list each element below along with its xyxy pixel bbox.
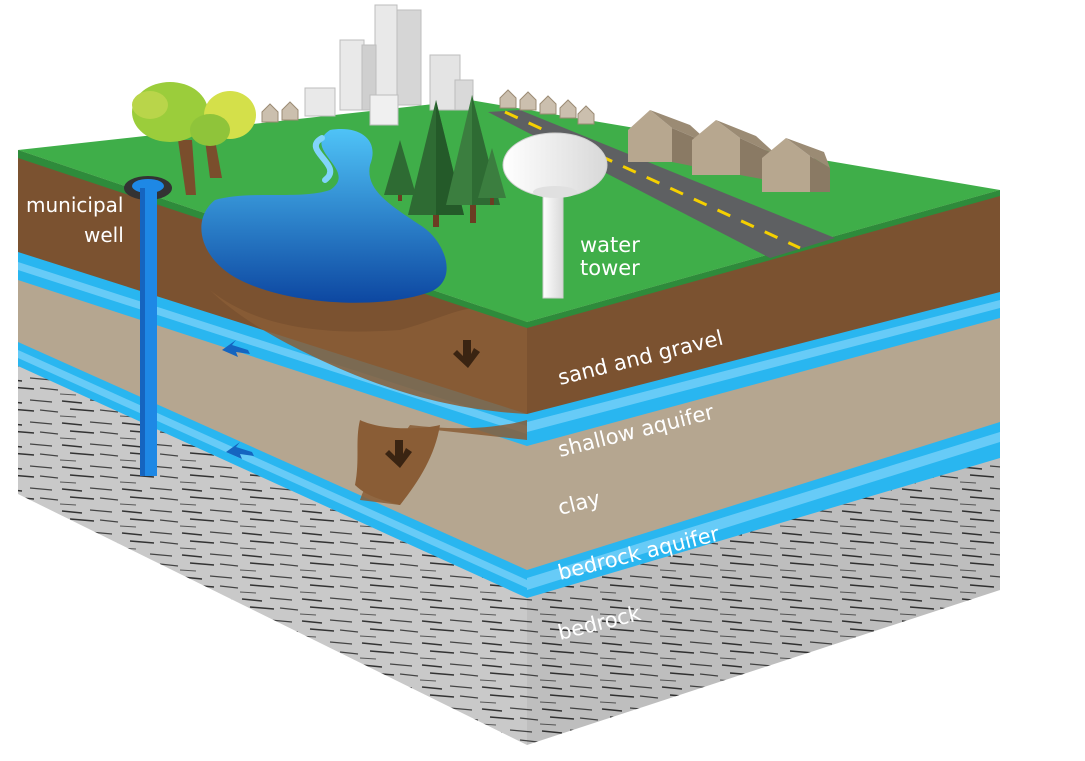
label-municipal-well-line1: municipal — [26, 193, 123, 217]
city-buildings — [305, 5, 473, 125]
label-water-tower-line2: tower — [580, 256, 640, 280]
label-municipal-well-line2: well — [84, 223, 124, 247]
label-water-tower-line1: water — [580, 233, 640, 257]
